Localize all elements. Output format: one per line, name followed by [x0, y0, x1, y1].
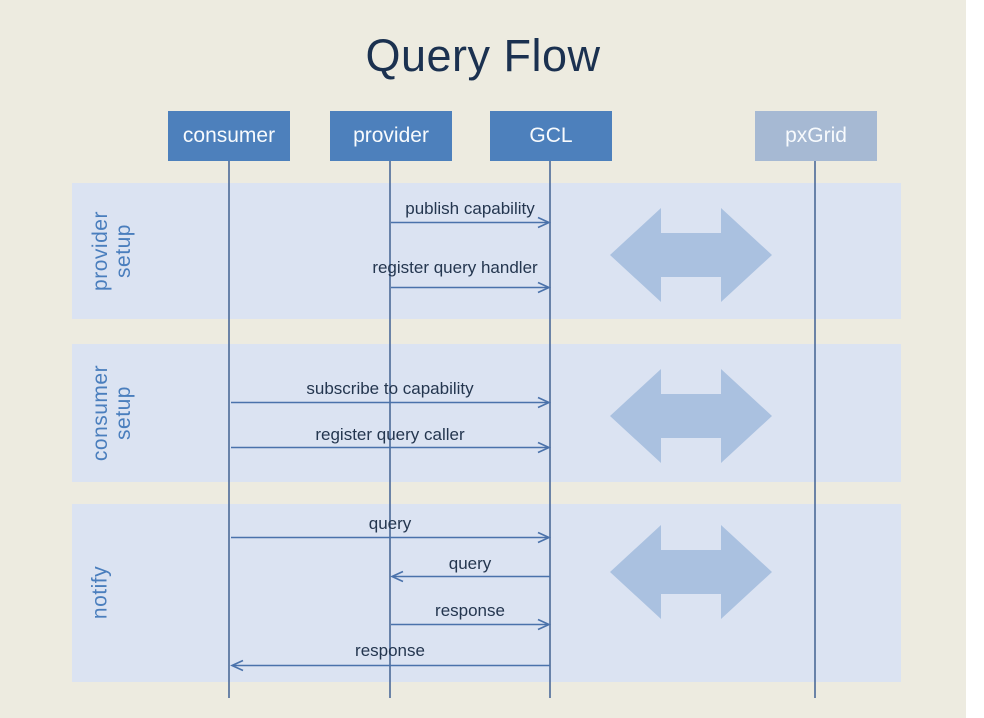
actor-box-provider: provider	[330, 111, 452, 161]
actor-box-consumer: consumer	[168, 111, 290, 161]
message-label: response	[435, 601, 505, 620]
band-label-consumer-setup: consumer setup	[89, 343, 135, 483]
band-label-line: provider	[89, 211, 112, 291]
band-label-line: notify	[88, 565, 112, 620]
lifeline-gcl	[549, 161, 551, 698]
band-label-line: setup	[112, 386, 135, 440]
band-label-provider-setup: provider setup	[89, 181, 135, 321]
band-label-line: consumer	[89, 364, 112, 462]
message-label: query	[448, 554, 492, 573]
diagram-title: Query Flow	[365, 30, 601, 81]
actor-box-pxgrid: pxGrid	[755, 111, 877, 161]
band-label-notify: notify	[89, 523, 112, 663]
band-notify	[72, 504, 901, 682]
lifeline-pxgrid	[814, 161, 816, 698]
lifeline-provider	[389, 161, 391, 698]
message-label: query	[368, 514, 412, 533]
message-label: publish capability	[405, 199, 535, 218]
lifeline-consumer	[228, 161, 230, 698]
actor-box-gcl: GCL	[490, 111, 612, 161]
message-label: register query caller	[315, 425, 465, 444]
band-label-line: setup	[112, 224, 135, 278]
band-consumer-setup	[72, 344, 901, 482]
message-label: register query handler	[372, 258, 538, 277]
message-label: response	[355, 641, 425, 660]
message-label: subscribe to capability	[306, 379, 474, 398]
